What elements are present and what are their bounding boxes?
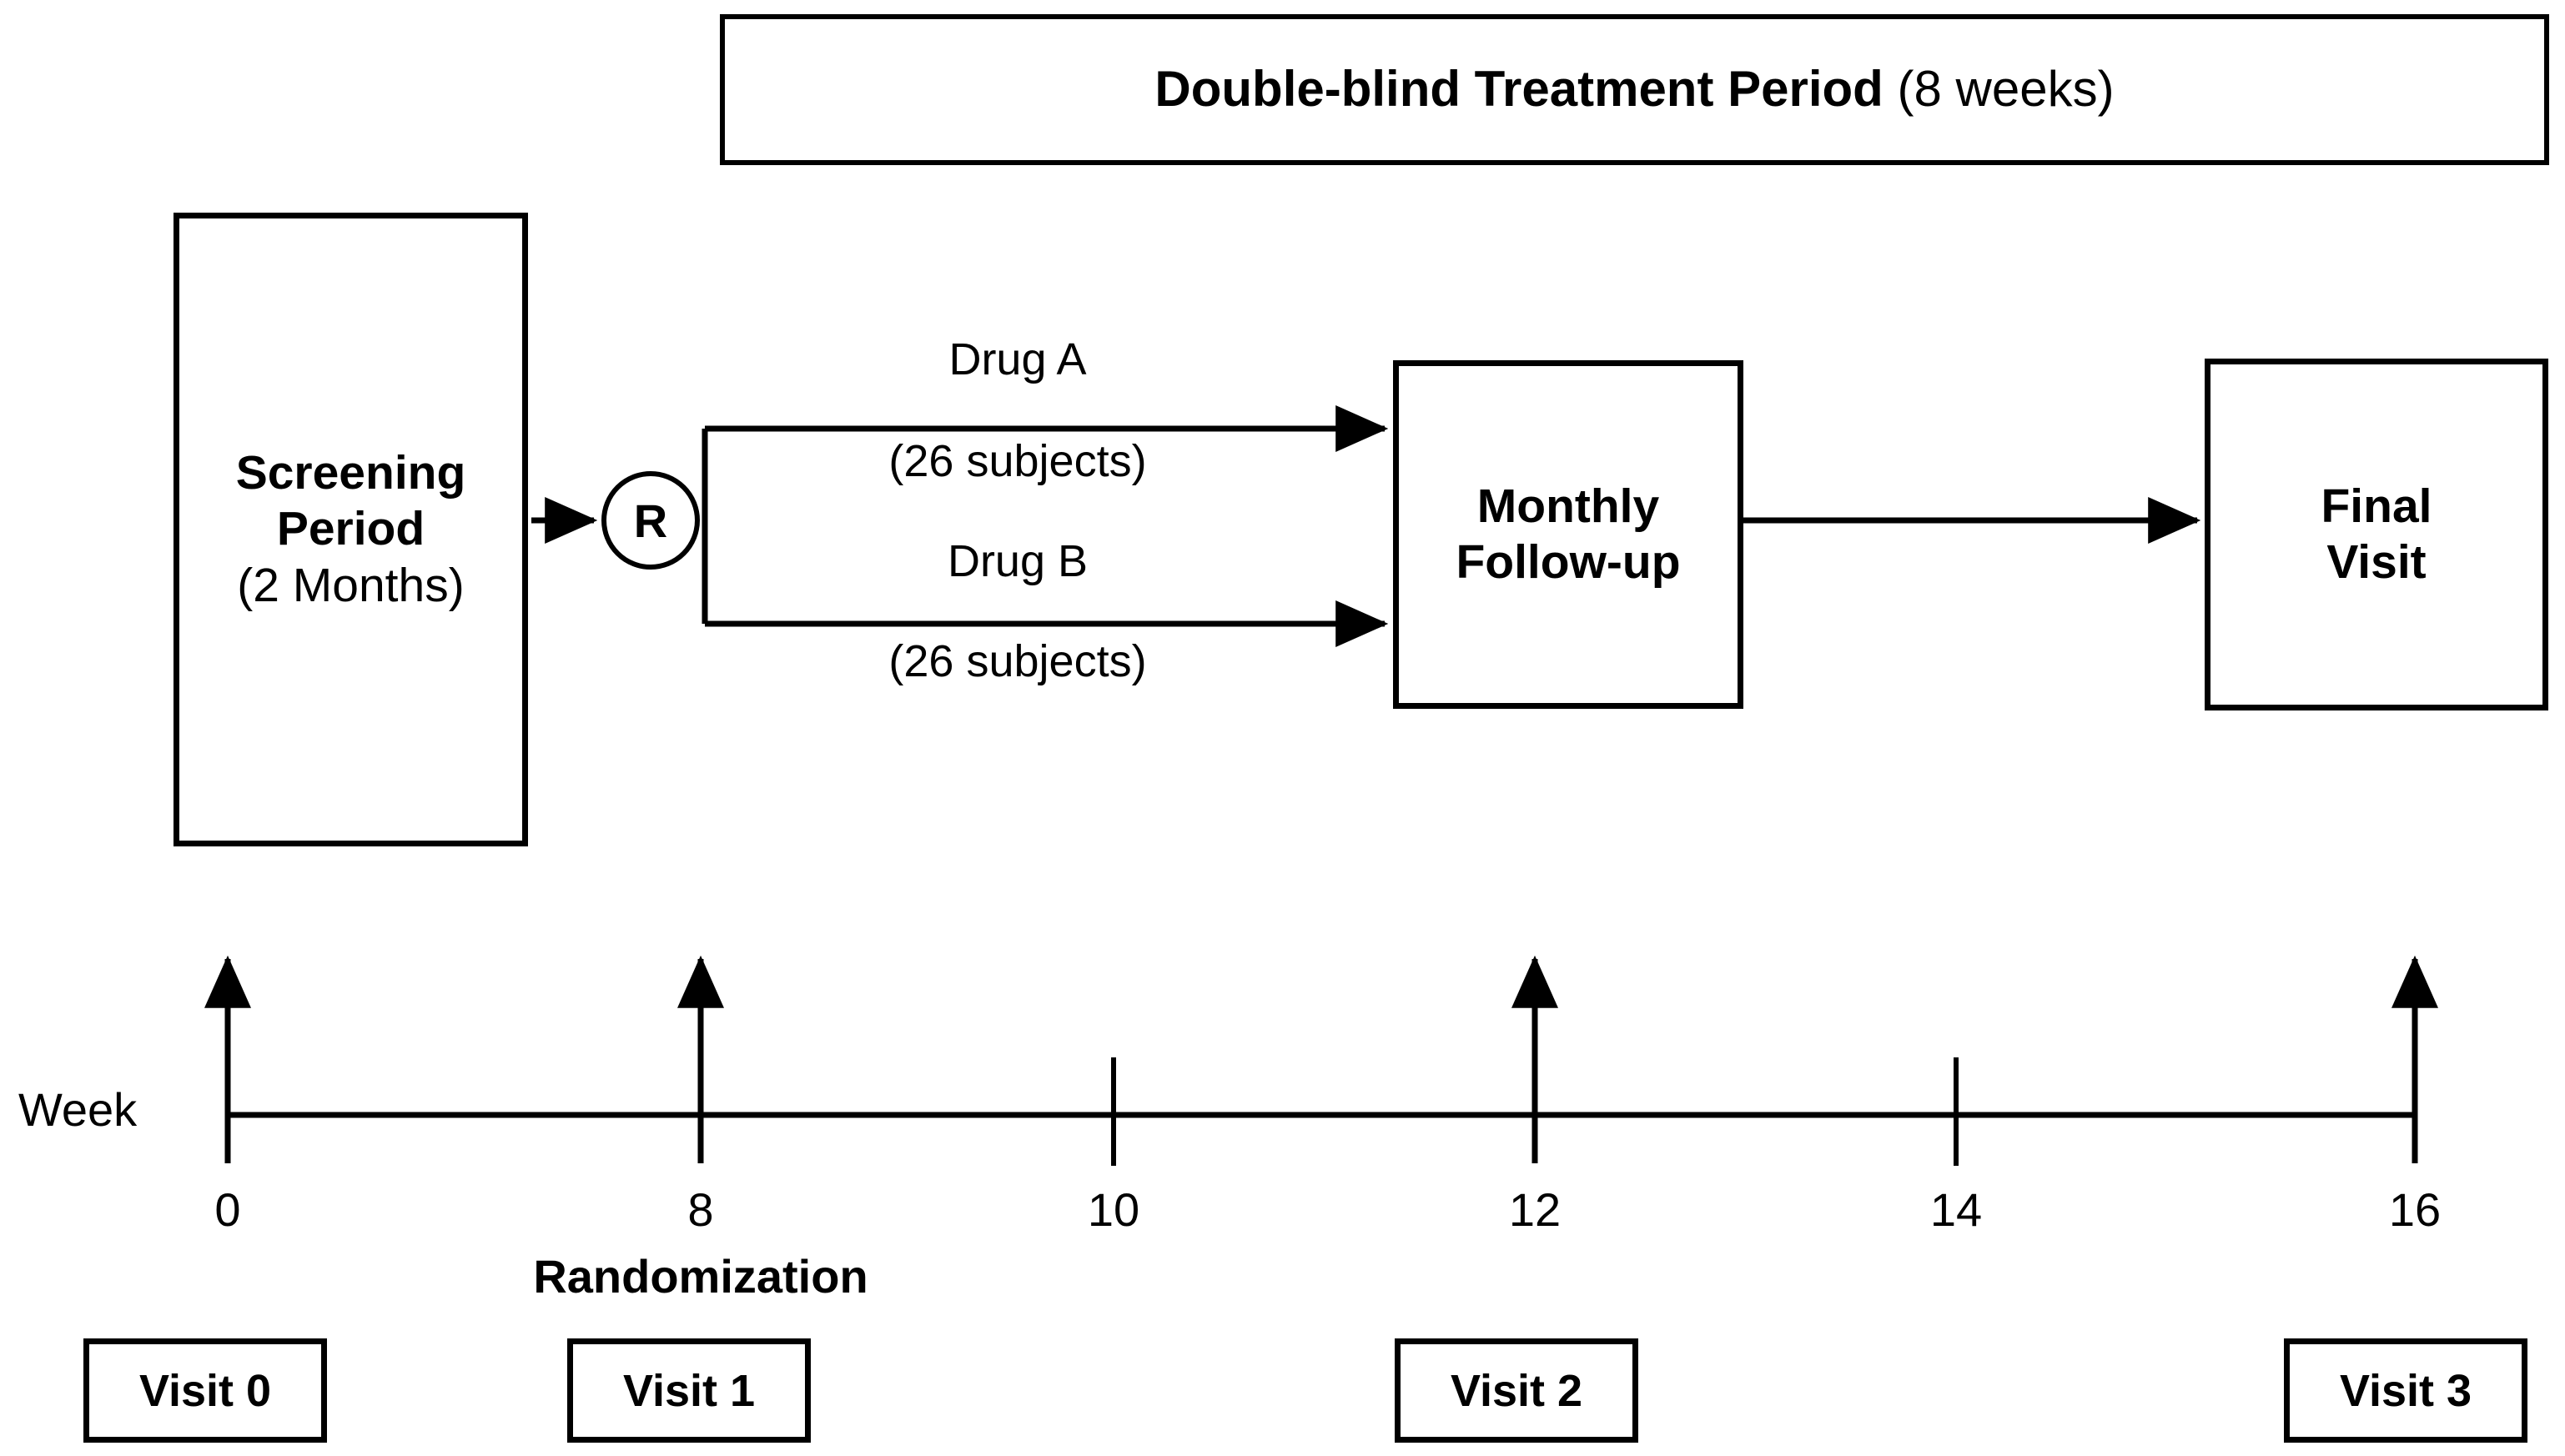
visit-box-0: Visit 0 bbox=[83, 1338, 327, 1443]
screening-period-box: Screening Period (2 Months) bbox=[174, 213, 528, 846]
screening-period-line2: Period bbox=[276, 502, 425, 556]
timeline-axis-label: Week bbox=[18, 1083, 138, 1136]
tick-label-week-12: 12 bbox=[1508, 1183, 1562, 1236]
tick-label-week-8: 8 bbox=[687, 1183, 714, 1236]
screening-period-duration: (2 Months) bbox=[237, 558, 465, 612]
monthly-followup-box: Monthly Follow-up bbox=[1393, 360, 1743, 709]
visit-box-2: Visit 2 bbox=[1395, 1338, 1638, 1443]
final-visit-text: Final Visit bbox=[2321, 479, 2432, 591]
treatment-period-banner: Double-blind Treatment Period (8 weeks) bbox=[720, 14, 2549, 165]
screening-period-line1: Screening bbox=[235, 446, 466, 500]
drug-a-label: Drug A bbox=[948, 334, 1087, 384]
randomization-node-label: R bbox=[633, 494, 668, 547]
treatment-period-title: Double-blind Treatment Period bbox=[1154, 61, 1884, 118]
tick-label-week-10: 10 bbox=[1087, 1183, 1140, 1236]
monthly-followup-text: Monthly Follow-up bbox=[1456, 479, 1680, 591]
randomization-node: R bbox=[601, 471, 700, 570]
monthly-followup-line2: Follow-up bbox=[1456, 535, 1681, 589]
drug-b-subject-count: (26 subjects) bbox=[888, 636, 1147, 686]
visit-box-1: Visit 1 bbox=[567, 1338, 811, 1443]
final-visit-line2: Visit bbox=[2326, 535, 2427, 589]
treatment-period-banner-text: Double-blind Treatment Period (8 weeks) bbox=[1154, 60, 2114, 119]
tick-label-week-14: 14 bbox=[1929, 1183, 1983, 1236]
final-visit-box: Final Visit bbox=[2205, 359, 2548, 710]
tick-label-week-16: 16 bbox=[2388, 1183, 2442, 1236]
visit-box-3: Visit 3 bbox=[2284, 1338, 2527, 1443]
treatment-period-duration: (8 weeks) bbox=[1897, 61, 2115, 118]
randomization-caption: Randomization bbox=[533, 1250, 868, 1303]
tick-label-week-0: 0 bbox=[214, 1183, 241, 1236]
drug-a-subject-count: (26 subjects) bbox=[888, 436, 1147, 486]
screening-period-text: Screening Period (2 Months) bbox=[236, 445, 466, 614]
drug-b-label: Drug B bbox=[947, 536, 1089, 586]
final-visit-line1: Final bbox=[2321, 479, 2432, 533]
monthly-followup-line1: Monthly bbox=[1476, 479, 1660, 533]
